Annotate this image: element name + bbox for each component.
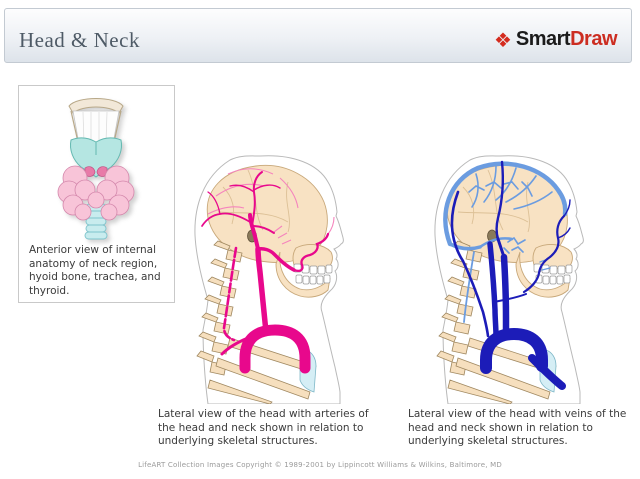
copyright-text: LifeART Collection Images Copyright © 19… [138, 461, 502, 469]
logo-text-smart: Smart [515, 28, 571, 50]
arteries-illustration [194, 155, 344, 404]
header-bar: Head & Neck ❖ Smart Draw [4, 8, 632, 63]
logo-text-draw: Draw [570, 28, 617, 50]
thyroid-figure-box[interactable]: Anterior view of internal anatomy of nec… [18, 85, 175, 303]
veins-caption: Lateral view of the head with veins of t… [408, 408, 627, 447]
arteries-caption: Lateral view of the head with arteries o… [158, 408, 369, 447]
thyroid-illustration [57, 98, 134, 240]
smartdraw-diamond-icon: ❖ [493, 27, 512, 52]
veins-illustration [434, 155, 584, 404]
thyroid-caption: Anterior view of internal anatomy of nec… [29, 244, 161, 297]
page-title: Head & Neck [19, 28, 140, 52]
smartdraw-logo[interactable]: ❖ Smart Draw [493, 27, 618, 52]
